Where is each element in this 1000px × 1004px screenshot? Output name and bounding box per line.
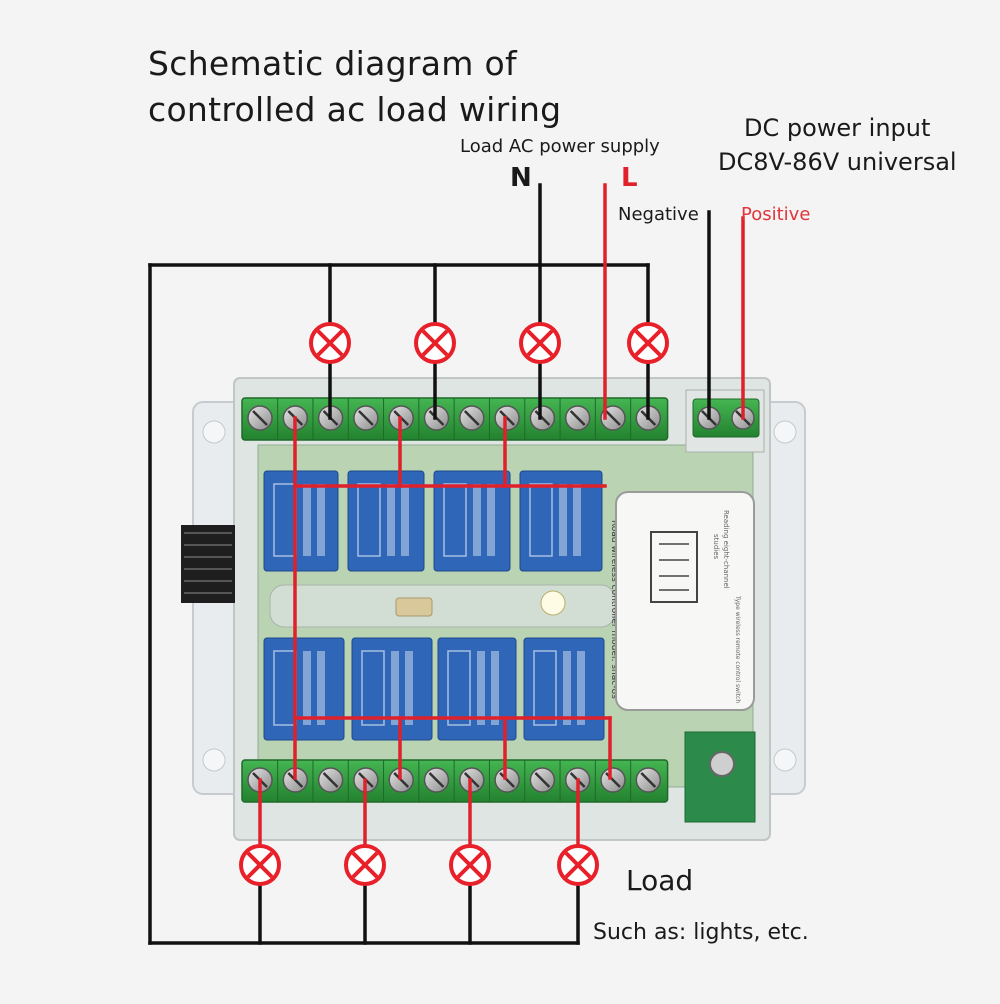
relay bbox=[519, 470, 603, 572]
lamp-icon bbox=[449, 844, 491, 886]
relay bbox=[263, 637, 345, 741]
load-label: Load bbox=[626, 864, 694, 897]
live-label: L bbox=[621, 163, 638, 193]
crystal-oscillator bbox=[395, 597, 433, 617]
terminal-row-bottom bbox=[241, 759, 669, 803]
terminal-screw bbox=[453, 760, 485, 802]
relay bbox=[437, 637, 517, 741]
live-top-bridge-wire bbox=[398, 416, 507, 488]
load-ac-supply-label: Load AC power supply bbox=[460, 136, 660, 157]
terminal-screw bbox=[312, 760, 344, 802]
terminal-screw bbox=[630, 760, 662, 802]
module-label-line2: studies bbox=[712, 534, 720, 560]
dc-input-label: DC power input bbox=[744, 114, 931, 142]
live-bottom-bridge-wire bbox=[398, 716, 612, 780]
relay bbox=[523, 637, 605, 741]
lamp-icon bbox=[414, 322, 456, 364]
diagram-title-line2: controlled ac load wiring bbox=[148, 90, 562, 129]
pcb-corner bbox=[684, 731, 756, 823]
terminal-screw bbox=[594, 760, 626, 802]
terminal-screw bbox=[524, 398, 556, 440]
terminal-screw bbox=[277, 760, 309, 802]
antenna-spring bbox=[181, 525, 235, 603]
lamp-icon bbox=[519, 322, 561, 364]
neutral-wires bbox=[148, 183, 711, 945]
dc-voltage-label: DC8V-86V universal bbox=[718, 148, 957, 176]
terminal-screw bbox=[247, 405, 273, 431]
lamp-icon bbox=[239, 844, 281, 886]
relay bbox=[263, 470, 339, 572]
live-wires bbox=[258, 183, 745, 847]
lamp-symbols bbox=[239, 322, 669, 886]
terminal-screw bbox=[453, 398, 485, 440]
pairing-button bbox=[709, 751, 735, 777]
lamp-icon bbox=[627, 322, 669, 364]
relay-row-bottom bbox=[263, 637, 605, 741]
lamp-icon bbox=[344, 844, 386, 886]
status-led bbox=[540, 590, 566, 616]
load-example-label: Such as: lights, etc. bbox=[593, 920, 809, 945]
terminal-screw bbox=[524, 760, 556, 802]
lamp-icon bbox=[557, 844, 599, 886]
terminal-screw bbox=[488, 398, 520, 440]
dc-terminal-block bbox=[685, 389, 765, 453]
terminal-screw bbox=[559, 398, 591, 440]
negative-label: Negative bbox=[618, 204, 699, 225]
neutral-label: N bbox=[510, 163, 532, 193]
relay bbox=[347, 470, 425, 572]
relay bbox=[433, 470, 511, 572]
relay-row-top bbox=[263, 470, 603, 572]
diagram-title-line1: Schematic diagram of bbox=[148, 44, 517, 83]
terminal-screw bbox=[418, 760, 450, 802]
terminal-screw bbox=[594, 398, 626, 440]
positive-label: Positive bbox=[741, 204, 811, 225]
terminal-screw bbox=[347, 398, 379, 440]
receiver-module: Reading eight-channel studies Type wirel… bbox=[615, 491, 755, 711]
terminal-screw bbox=[383, 760, 414, 802]
module-side-text: Road wireless controller model: shac-8s bbox=[609, 520, 619, 699]
relay bbox=[351, 637, 433, 741]
module-label-line3: Type wireless remote control switch bbox=[734, 595, 741, 703]
terminal-screw bbox=[488, 760, 520, 802]
module-label-line1: Reading eight-channel bbox=[722, 510, 730, 589]
lamp-icon bbox=[309, 322, 351, 364]
